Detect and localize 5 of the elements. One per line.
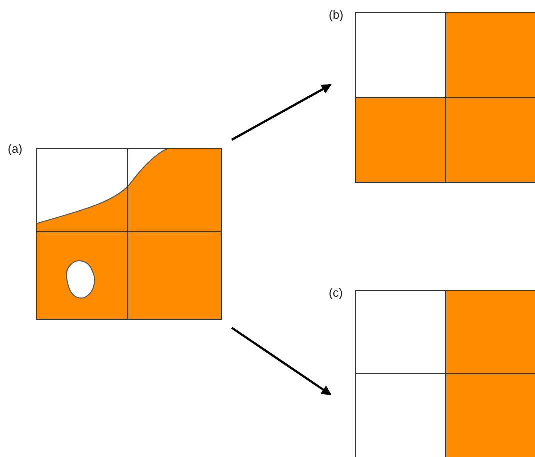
arrow: [231, 84, 332, 141]
arrow: [231, 327, 332, 396]
panel-label: (a): [8, 142, 23, 156]
panel-label: (c): [329, 286, 343, 300]
panel-label: (b): [329, 8, 344, 22]
